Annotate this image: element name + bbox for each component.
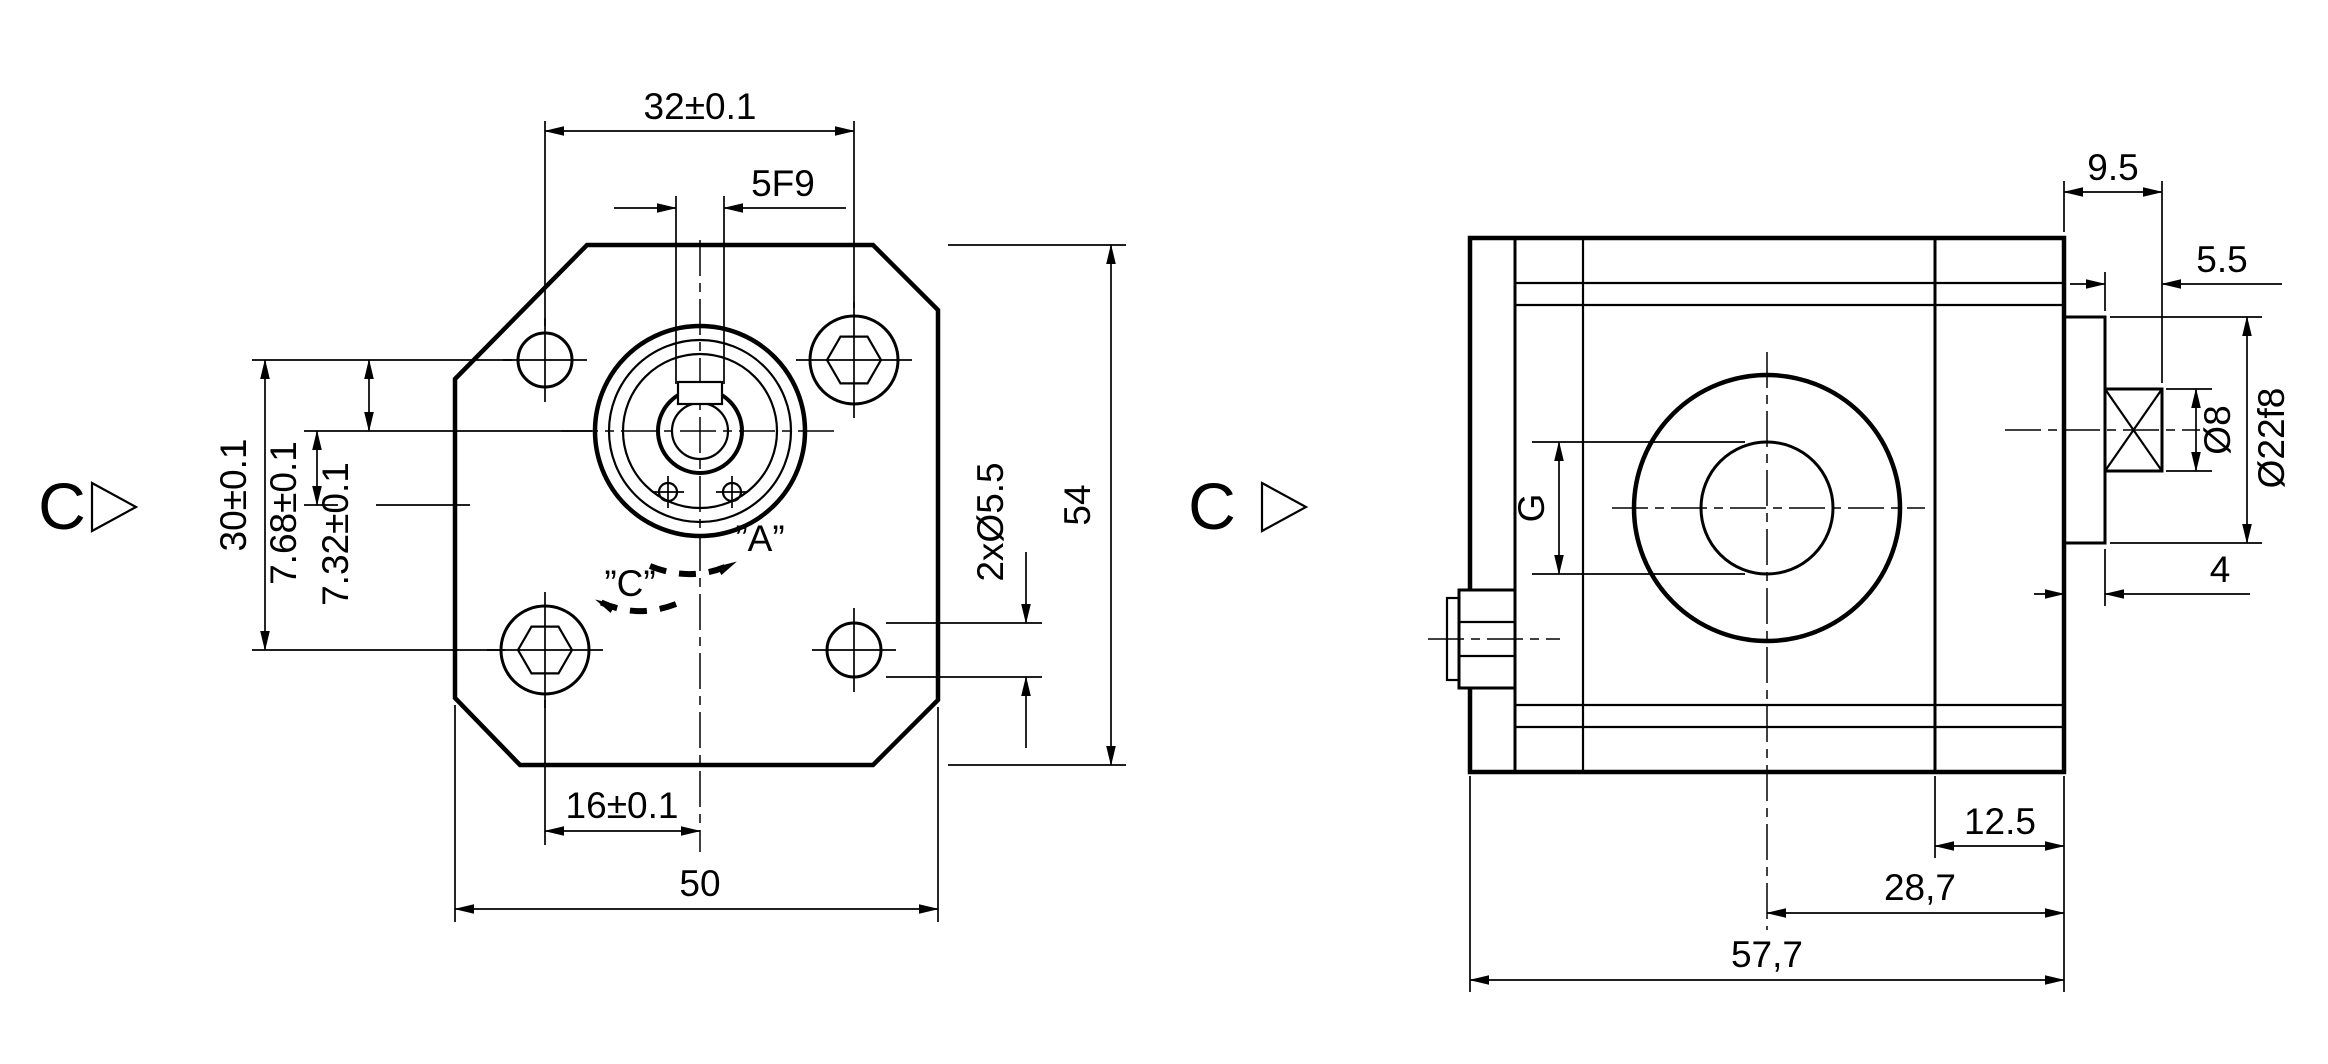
- dim-57-7-text: 57,7: [1731, 934, 1803, 975]
- dim-flange-height: 54: [948, 244, 1126, 766]
- dim-vertical-offsets: 30±0.1 7.68±0.1 7.32±0.1: [213, 359, 592, 651]
- view-direction-triangle-icon: [1260, 481, 1309, 533]
- mounting-spigot: [2064, 315, 2107, 545]
- flange-outline: [452, 242, 941, 768]
- keyway-slot: [676, 380, 724, 406]
- dim-flange-width: 50: [454, 705, 939, 922]
- dim-d22f8-text: Ø22f8: [2251, 388, 2292, 489]
- rotation-arc-c: [594, 597, 678, 615]
- shaft-hub: [592, 323, 808, 539]
- dim-spigot-diameter: Ø22f8: [2110, 316, 2292, 544]
- hub-circle-3: [621, 352, 779, 510]
- rotation-arc-a: [648, 559, 738, 577]
- mounting-hole-top-left: [503, 318, 587, 402]
- dim-5-5-text: 5.5: [2196, 239, 2247, 280]
- dim-port-thread: G: [1511, 441, 1745, 575]
- dim-shaft-protrusion: 9.5: [2063, 147, 2163, 383]
- view-reference-right: C: [1188, 469, 1309, 543]
- label-c-text: ”C”: [604, 563, 655, 604]
- dim-28-7-text: 28,7: [1884, 867, 1956, 908]
- dim-5f9-text: 5F9: [751, 163, 815, 204]
- dim-7-68-text: 7.68±0.1: [263, 441, 304, 585]
- dim-2xd5-5-text: 2xØ5.5: [970, 462, 1011, 581]
- dim-32-text: 32±0.1: [644, 86, 757, 127]
- side-view: 9.5 5.5 Ø8 Ø22f8 4: [1188, 147, 2292, 992]
- front-view: 32±0.1 5F9 54 30±0.1 7.68±0.1 7.: [38, 86, 1126, 922]
- dim-shaft-diameter: Ø8: [2166, 388, 2238, 472]
- dim-d8-text: Ø8: [2197, 405, 2238, 454]
- dim-7-32-text: 7.32±0.1: [315, 462, 356, 606]
- rotation-direction-labels: ”A” ”C”: [594, 518, 785, 615]
- dim-total-length: 57,7: [1469, 776, 2065, 992]
- dim-54-text: 54: [1057, 484, 1098, 525]
- view-direction-triangle-icon: [90, 481, 139, 533]
- dim-g-text: G: [1511, 494, 1552, 523]
- dim-shaft-to-hole: 16±0.1: [544, 700, 701, 845]
- view-reference-left: C: [38, 469, 139, 543]
- dim-50-text: 50: [679, 863, 720, 904]
- dim-key-length: 5.5: [2070, 239, 2282, 311]
- view-ref-c-left-text: C: [38, 469, 86, 543]
- dim-12-5-text: 12.5: [1964, 801, 2036, 842]
- label-a-text: ”A”: [735, 518, 784, 559]
- hub-outer-circle: [592, 323, 808, 539]
- dim-keyway: 5F9: [614, 163, 846, 384]
- drain-plug: [1428, 588, 1560, 690]
- dim-port-to-face: 28,7: [1766, 867, 2065, 918]
- socket-screw-top-right: [796, 302, 912, 418]
- dim-spigot-length: 4: [2034, 549, 2250, 606]
- dim-bolt-span-horizontal: 32±0.1: [544, 86, 855, 326]
- dim-rear-cover: 12.5: [1934, 776, 2065, 992]
- shaft-end: [2105, 387, 2164, 473]
- dim-30-text: 30±0.1: [213, 439, 254, 552]
- dim-16-text: 16±0.1: [566, 785, 679, 826]
- dim-9-5-text: 9.5: [2087, 147, 2138, 188]
- dim-4-text: 4: [2210, 549, 2231, 590]
- dim-hole-diameter: 2xØ5.5: [886, 462, 1042, 748]
- view-ref-c-right-text: C: [1188, 469, 1236, 543]
- mounting-hole-bottom-right: [812, 608, 896, 692]
- hub-circle-2: [607, 338, 793, 524]
